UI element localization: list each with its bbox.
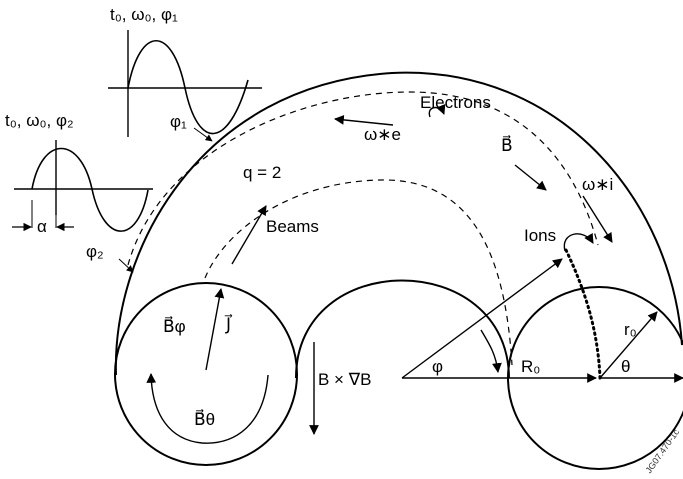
- middle-arch: [295, 279, 510, 379]
- poloidal-circle-left: [114, 282, 298, 466]
- electrons-label: Electrons: [420, 93, 491, 112]
- omega-e-label: ω∗e: [364, 125, 401, 144]
- b-vector-label: B⃗: [501, 135, 513, 155]
- dashed-field-line-inner: [204, 179, 513, 366]
- inset-top-title: t₀, ω₀, φ₁: [110, 5, 178, 24]
- R0-label: R₀: [521, 357, 540, 376]
- r0-label: r₀: [624, 320, 637, 339]
- alpha-label: α: [37, 217, 47, 236]
- dashed-field-line-outer: [127, 91, 599, 266]
- inset-left-title: t₀, ω₀, φ₂: [5, 111, 74, 130]
- q-label: q = 2: [243, 163, 281, 182]
- ions-label: Ions: [524, 226, 556, 245]
- inset-left-waveform: t₀, ω₀, φ₂ α: [5, 111, 153, 236]
- dotted-flux-line: [564, 248, 602, 380]
- ion-gyro-loop: [563, 232, 594, 252]
- omega-i-label: ω∗i: [582, 175, 613, 194]
- electron-gyro-loop: [428, 103, 446, 118]
- j-label: J⃗: [225, 314, 233, 334]
- b-theta-label: B⃗θ: [194, 409, 215, 429]
- arrows: [118, 115, 683, 444]
- phi2-label: φ₂: [86, 242, 104, 261]
- phi-angle-label: φ: [432, 357, 443, 376]
- outer-plasma-boundary: [114, 71, 683, 376]
- b-cross-gradb-label: B × ∇B: [318, 370, 371, 389]
- b-phi-label: B⃗φ: [163, 316, 186, 336]
- phi1-label: φ₁: [170, 112, 187, 131]
- figure-tag: JG07.470-1c: [643, 427, 681, 475]
- theta-label: θ: [621, 357, 630, 376]
- inset-top-waveform: t₀, ω₀, φ₁: [108, 5, 262, 137]
- beams-label: Beams: [266, 217, 319, 236]
